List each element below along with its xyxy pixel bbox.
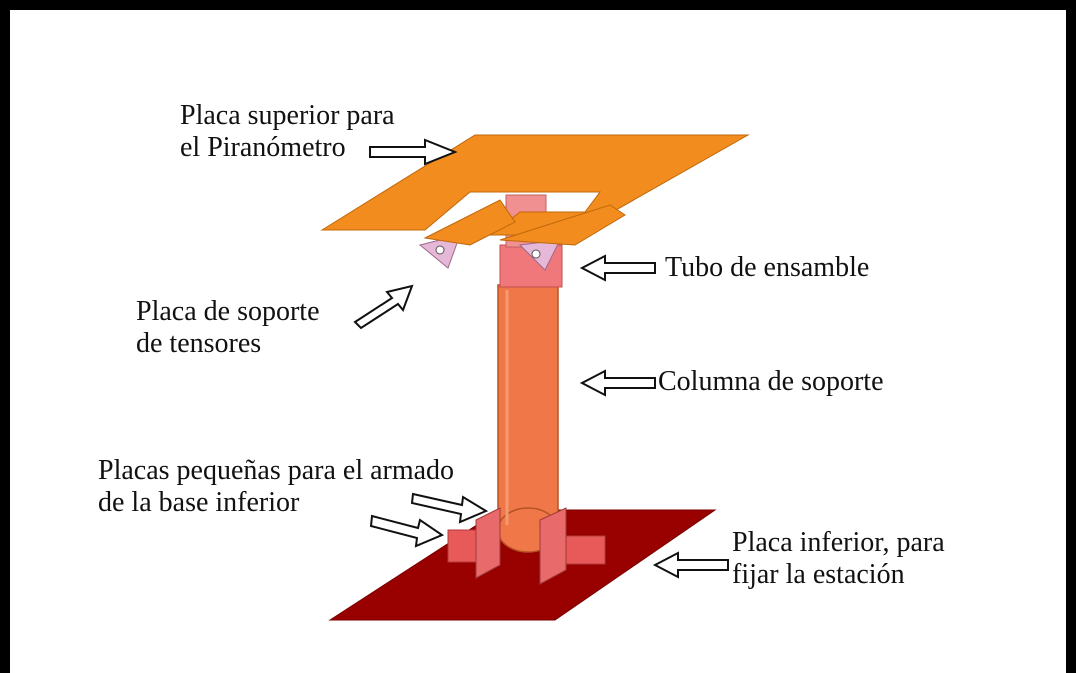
label-top-plate-line2: el Piranómetro [180, 132, 346, 163]
label-tensor-plate: Placa de soporte de tensores [136, 296, 320, 360]
label-top-plate-line1: Placa superior para [180, 100, 395, 131]
label-tensor-plate-line2: de tensores [136, 328, 262, 359]
label-support-column: Columna de soporte [658, 366, 884, 397]
top-plate-front [499, 204, 626, 246]
label-small-plates: Placas pequeñas para el armado de la bas… [98, 455, 454, 519]
arrow-icon [369, 514, 445, 548]
small-base-plate [539, 507, 567, 585]
small-base-plate [447, 529, 477, 563]
top-plate-front [423, 199, 516, 246]
arrow-icon [353, 284, 414, 330]
arrow-icon [369, 138, 458, 166]
small-base-plate [564, 535, 606, 565]
label-bottom-plate: Placa inferior, para fijar la estación [732, 527, 945, 591]
label-tensor-plate-line1: Placa de soporte [136, 296, 320, 327]
top-plate [320, 134, 750, 236]
label-bottom-plate-line2: fijar la estación [732, 559, 905, 590]
label-small-plates-line2: de la base inferior [98, 487, 300, 518]
arrow-icon [410, 492, 489, 524]
bottom-plate [328, 509, 717, 621]
small-base-plate [475, 507, 501, 579]
label-assembly-tube: Tubo de ensamble [665, 252, 870, 283]
tensor-hole [531, 249, 541, 259]
arrow-icon [579, 369, 656, 397]
tensor-hole [435, 245, 445, 255]
arrow-icon [579, 254, 656, 282]
arrow-icon [652, 551, 729, 579]
label-top-plate: Placa superior para el Piranómetro [180, 100, 395, 164]
label-bottom-plate-line1: Placa inferior, para [732, 527, 945, 558]
label-small-plates-line1: Placas pequeñas para el armado [98, 455, 455, 486]
